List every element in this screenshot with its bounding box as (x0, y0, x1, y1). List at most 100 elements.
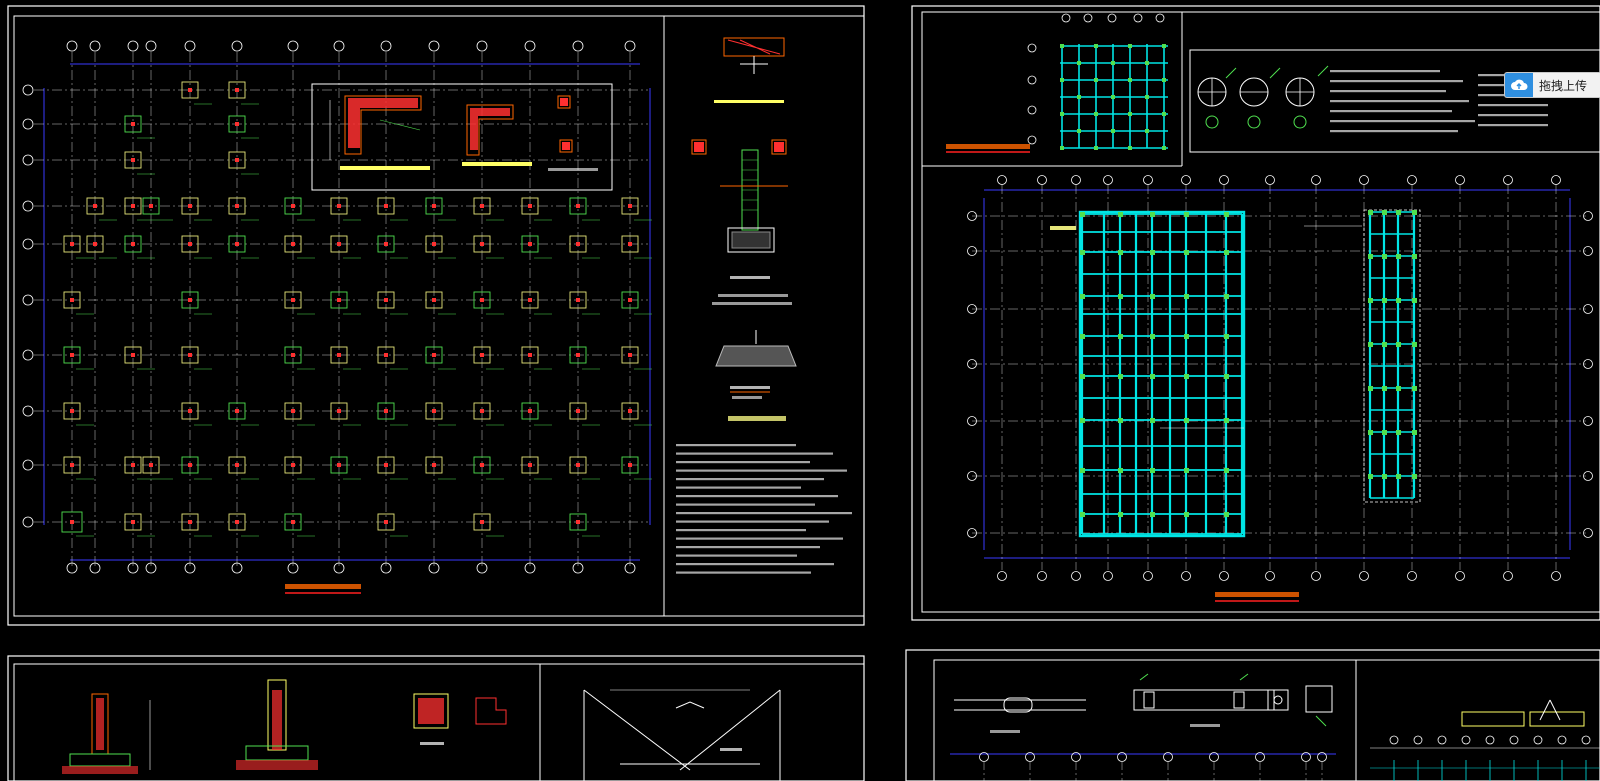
note-line (676, 571, 811, 574)
drag-upload-button[interactable]: 拖拽上传 (1504, 72, 1600, 98)
pad-footing (521, 346, 539, 364)
grid-axis-bubble (184, 40, 196, 52)
legend-note-line (1478, 114, 1548, 117)
pad-footing (181, 456, 199, 474)
grid-axis-bubble (22, 154, 34, 166)
pad-footing (124, 346, 142, 364)
column-node (1080, 374, 1085, 379)
column-stub (480, 298, 484, 302)
column-node (1128, 146, 1132, 150)
column-stub (480, 463, 484, 467)
grid-axis-bubble (1583, 416, 1593, 426)
grid-axis-bubble (1117, 752, 1127, 762)
pad-footing (425, 402, 443, 420)
column-node (1396, 342, 1401, 347)
column-stub (131, 122, 135, 126)
legend-note-line (1330, 90, 1446, 93)
column-node (1145, 129, 1149, 133)
grid-axis-bubble (1533, 735, 1543, 745)
grid-axis-bubble (1583, 304, 1593, 314)
pad-footing (569, 402, 587, 420)
grid-axis-bubble (967, 471, 977, 481)
grid-axis-bubble (624, 562, 636, 574)
grid-axis-bubble (127, 562, 139, 574)
column-base-detail-1 (62, 693, 151, 774)
column-node (1224, 294, 1229, 299)
note-line (676, 512, 852, 515)
grid-axis-bubble (1071, 571, 1081, 581)
column-node (1382, 342, 1387, 347)
column-stub (628, 463, 632, 467)
column-node (1382, 474, 1387, 479)
note-line (676, 546, 820, 549)
column-stub (337, 242, 341, 246)
note-line (676, 537, 843, 540)
pad-footing (569, 291, 587, 309)
column-node (1224, 334, 1229, 339)
column-stub (337, 353, 341, 357)
column-stub (149, 204, 153, 208)
pad-footing (284, 197, 302, 215)
column-stub (337, 463, 341, 467)
pad-footing (86, 197, 104, 215)
grid-axis-bubble (66, 562, 78, 574)
pad-footing (330, 197, 348, 215)
column-node (1382, 386, 1387, 391)
grid-axis-bubble (1485, 735, 1495, 745)
pad-footing (377, 235, 395, 253)
grid-axis-bubble (1407, 175, 1417, 185)
column-stub (480, 242, 484, 246)
column-node (1224, 374, 1229, 379)
pad-footing (521, 456, 539, 474)
column-node (1184, 374, 1189, 379)
grid-axis-bubble (1027, 75, 1037, 85)
column-node (1184, 334, 1189, 339)
column-stub (188, 353, 192, 357)
column-section-detail (413, 693, 507, 745)
pad-footing (521, 402, 539, 420)
column-node (1080, 250, 1085, 255)
column-stub (384, 204, 388, 208)
column-node (1094, 44, 1098, 48)
column-stub (480, 204, 484, 208)
column-node (1118, 468, 1123, 473)
grid-axis-bubble (1311, 175, 1321, 185)
grid-axis-bubble (231, 40, 243, 52)
legend-note-line (1330, 80, 1463, 83)
column-base-detail-2 (236, 679, 318, 770)
column-stub (235, 242, 239, 246)
pad-footing (86, 235, 104, 253)
column-node (1128, 44, 1132, 48)
pad-footing (63, 456, 81, 474)
column-node (1184, 468, 1189, 473)
grid-axis-bubble (1317, 752, 1327, 762)
grid-axis-bubble (1037, 571, 1047, 581)
pad-footing (124, 115, 142, 133)
grid-axis-bubble (476, 562, 488, 574)
grid-axis-bubble (1061, 13, 1071, 23)
grid-axis-bubble (231, 562, 243, 574)
column-stub (576, 242, 580, 246)
pad-footing (124, 513, 142, 531)
column-node (1412, 430, 1417, 435)
grid-axis-bubble (1103, 175, 1113, 185)
column-node (1162, 44, 1166, 48)
column-stub (291, 298, 295, 302)
pad-footing (621, 197, 639, 215)
grid-axis-bubble (1027, 135, 1037, 145)
grid-axis-bubble (1551, 571, 1561, 581)
column-node (1128, 112, 1132, 116)
column-stub (235, 122, 239, 126)
pad-footing (473, 513, 491, 531)
pad-footing (330, 291, 348, 309)
bracing-detail (583, 689, 781, 781)
grid-axis-bubble (1583, 211, 1593, 221)
grid-axis-bubble (1025, 752, 1035, 762)
column-node (1224, 212, 1229, 217)
column-stub (628, 409, 632, 413)
column-node (1368, 254, 1373, 259)
column-stub (291, 353, 295, 357)
sheet1-title (285, 584, 361, 594)
column-stub (337, 409, 341, 413)
